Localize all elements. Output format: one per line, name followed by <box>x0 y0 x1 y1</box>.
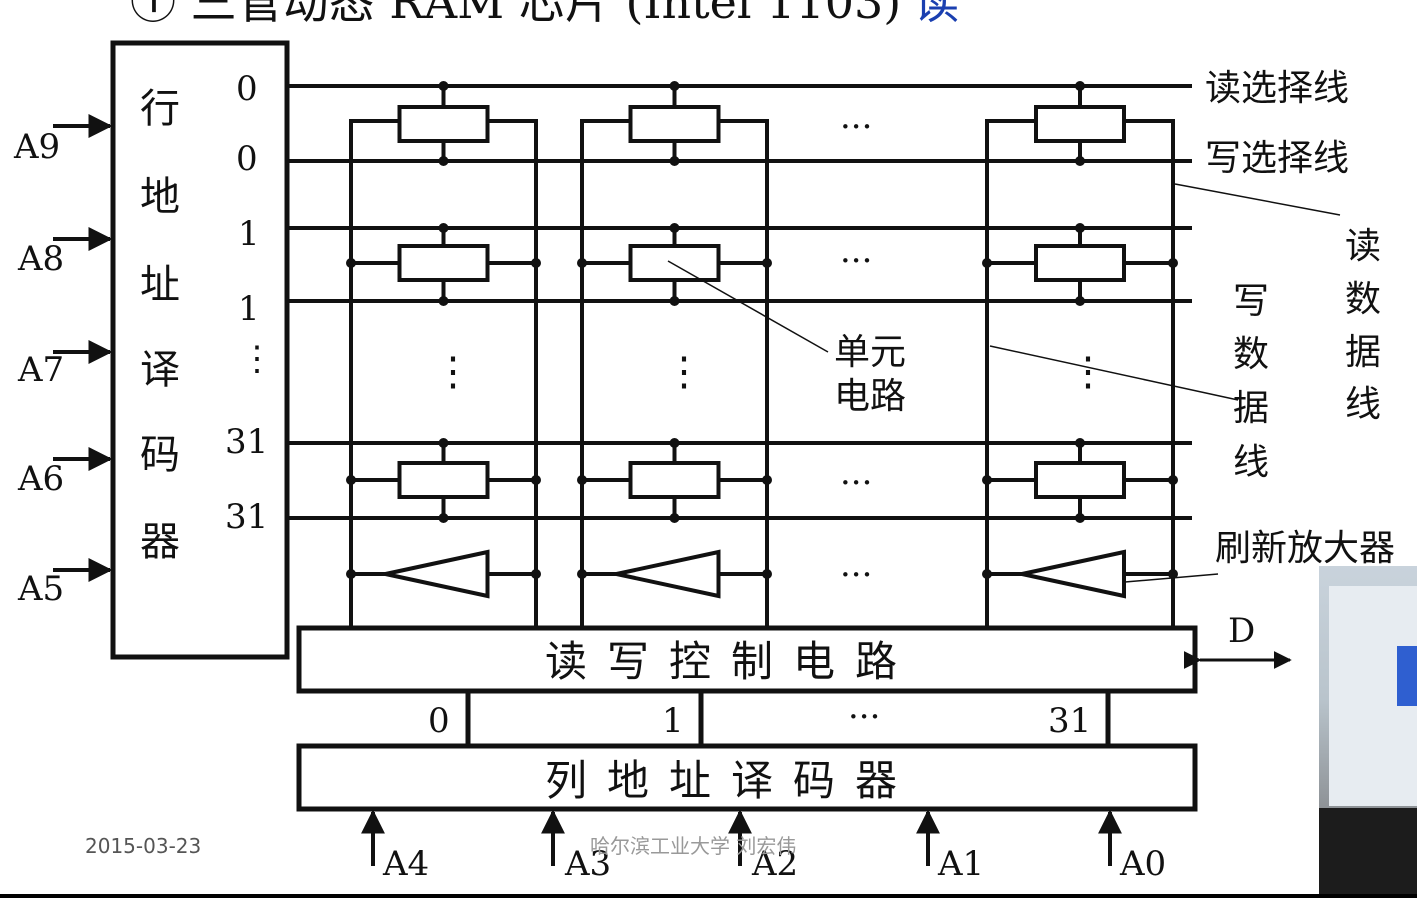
memory-cell <box>1034 105 1126 143</box>
input-a1: A1 <box>937 844 984 884</box>
cell-array <box>346 81 1178 599</box>
slide-date: 2015-03-23 <box>85 834 201 858</box>
input-a0: A0 <box>1119 844 1166 884</box>
svg-text:地: 地 <box>140 174 180 220</box>
col-decoder-box <box>296 743 1198 812</box>
read-data-label: 读 数 据 线 <box>1345 226 1381 425</box>
cell-circuit-label: 单元 电路 <box>834 332 906 417</box>
write-select-label: 写选择线 <box>1205 138 1349 179</box>
bottom-border <box>0 894 1417 898</box>
memory-cell <box>628 105 721 143</box>
svg-text:31: 31 <box>225 497 268 537</box>
svg-text:数: 数 <box>1345 279 1381 320</box>
svg-text:0: 0 <box>236 69 258 109</box>
refresh-amplifier <box>616 549 721 599</box>
svg-text:0: 0 <box>236 139 258 179</box>
svg-text:器: 器 <box>140 519 180 565</box>
svg-text:1: 1 <box>238 214 260 254</box>
input-a9: A9 <box>13 127 60 167</box>
svg-text:行: 行 <box>140 86 180 132</box>
data-pin-label: D <box>1228 611 1255 651</box>
input-a6: A6 <box>17 459 64 499</box>
svg-text:31: 31 <box>1048 701 1091 741</box>
write-data-label: 写 数 据 线 <box>1233 281 1269 483</box>
svg-text:···: ··· <box>840 555 872 595</box>
svg-text:单元: 单元 <box>834 332 906 373</box>
column-select-lines <box>465 691 1111 746</box>
svg-text:⋮: ⋮ <box>240 339 274 379</box>
svg-text:线: 线 <box>1233 442 1269 483</box>
presenter-video-thumbnail <box>1319 566 1417 898</box>
page-title: ① 三管动态 RAM 芯片 (Intel 1103)读 <box>130 0 959 29</box>
memory-cell <box>1034 461 1126 499</box>
input-a7: A7 <box>17 350 64 390</box>
svg-text:据: 据 <box>1345 332 1381 373</box>
h-ellipses: ··· ··· ··· ··· <box>840 107 872 595</box>
svg-text:31: 31 <box>225 422 268 462</box>
input-a3: A3 <box>564 844 611 884</box>
row-address-inputs: A9 A8 A7 A6 A5 <box>13 114 113 609</box>
svg-text:···: ··· <box>840 241 872 281</box>
input-a4: A4 <box>382 844 429 884</box>
svg-text:···: ··· <box>848 697 880 737</box>
svg-text:写: 写 <box>1233 281 1269 322</box>
svg-text:···: ··· <box>840 107 872 147</box>
column-numbers: 0 1 ··· 31 <box>428 697 1091 741</box>
memory-cell <box>397 244 490 282</box>
svg-text:1: 1 <box>238 289 260 329</box>
memory-cell <box>628 461 721 499</box>
svg-text:电路: 电路 <box>834 376 906 417</box>
svg-text:···: ··· <box>840 463 872 503</box>
svg-text:线: 线 <box>1345 384 1381 425</box>
row-decoder-box <box>110 40 290 660</box>
refresh-amp-label: 刷新放大器 <box>1215 528 1395 569</box>
col-decoder-label: 列地址译码器 <box>545 756 917 805</box>
row-decoder-label: 行 地 址 译 码 器 <box>140 86 180 565</box>
svg-text:⋮: ⋮ <box>1068 349 1108 395</box>
svg-text:数: 数 <box>1233 334 1269 375</box>
memory-cell <box>397 461 490 499</box>
svg-text:0: 0 <box>428 701 450 741</box>
v-ellipses: ⋮ ⋮ ⋮ <box>433 349 1108 395</box>
svg-text:读: 读 <box>1345 226 1381 267</box>
svg-text:⋮: ⋮ <box>664 349 704 395</box>
column-data-lines <box>349 121 1175 628</box>
svg-text:码: 码 <box>140 432 180 478</box>
row-numbers: 0 0 1 1 ⋮ 31 31 <box>225 69 274 537</box>
svg-text:译: 译 <box>140 347 180 393</box>
input-a8: A8 <box>17 239 64 279</box>
svg-text:据: 据 <box>1233 388 1269 429</box>
memory-cell <box>1034 244 1126 282</box>
watermark: 哈尔滨工业大学 刘宏伟 <box>590 834 796 858</box>
col-address-inputs: A4 A3 A2 A1 A0 <box>361 809 1166 884</box>
refresh-amplifier <box>385 549 490 599</box>
memory-cell <box>397 105 490 143</box>
read-select-label: 读选择线 <box>1205 68 1349 109</box>
svg-text:1: 1 <box>662 701 684 741</box>
svg-text:址: 址 <box>140 262 180 308</box>
refresh-amplifier <box>1021 549 1126 599</box>
input-a2: A2 <box>751 844 798 884</box>
memory-cell <box>628 244 721 282</box>
svg-text:⋮: ⋮ <box>433 349 473 395</box>
input-a5: A5 <box>17 569 64 609</box>
rw-control-label: 读写控制电路 <box>545 637 917 686</box>
leader-lines <box>667 183 1341 583</box>
